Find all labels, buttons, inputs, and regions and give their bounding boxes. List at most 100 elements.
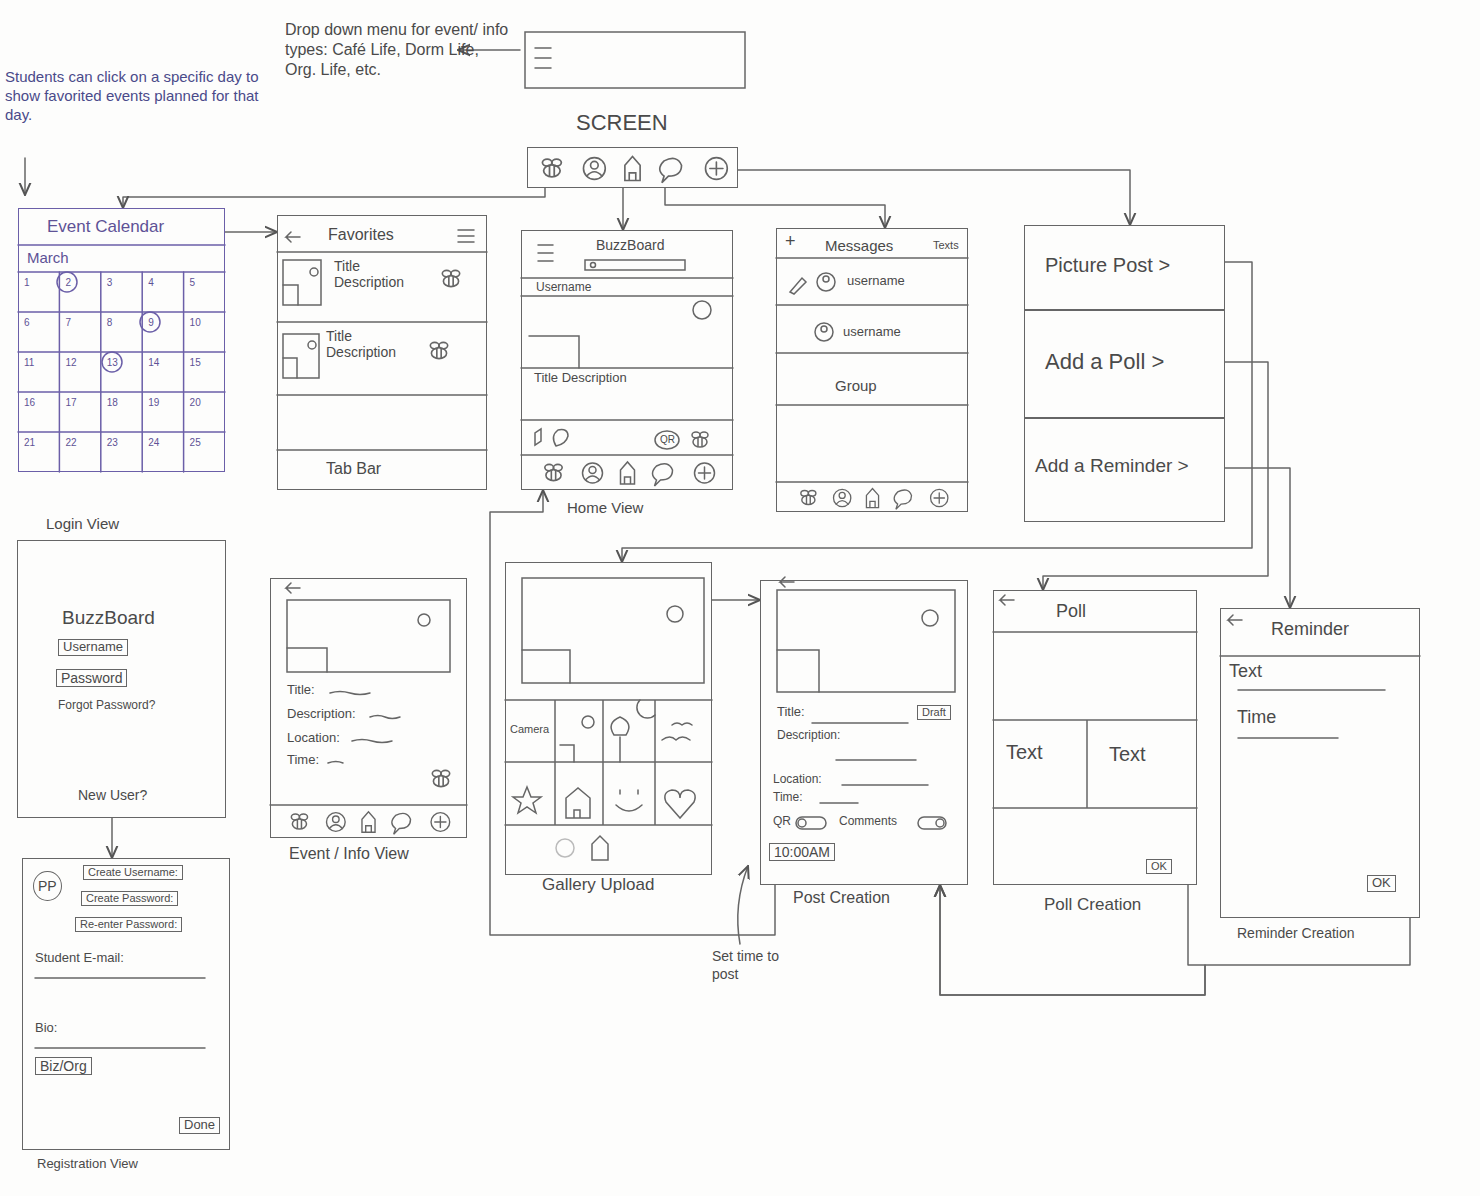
screen-text: 7: [65, 317, 71, 329]
screen-text: Comments: [839, 815, 897, 829]
screen-text: Title:: [287, 683, 315, 698]
screen-box: Title:DraftDescription:Location:Time:QRC…: [760, 580, 968, 885]
flow-arrow: [622, 188, 624, 230]
screen-text: Poll Creation: [1044, 895, 1141, 915]
screen-text: Picture Post >: [1045, 254, 1170, 277]
annotation-note: Drop down menu for event/ info types: Ca…: [285, 20, 510, 80]
flow-arrow: [738, 170, 1130, 225]
screen-text: 24: [148, 437, 159, 449]
screen-text: Bio:: [35, 1021, 57, 1036]
input-field: Re-enter Password:: [75, 917, 182, 932]
screen-text: Reminder Creation: [1237, 925, 1355, 941]
input-field: Create Username:: [83, 865, 183, 880]
screen-text: Location:: [773, 773, 822, 787]
flow-arrow: [622, 262, 1252, 562]
flow-arrow: [712, 599, 760, 601]
screen-text: Post Creation: [793, 889, 890, 907]
flow-arrow: [225, 231, 277, 233]
screen-text: Gallery Upload: [542, 875, 654, 895]
screen-text: 17: [65, 397, 76, 409]
screen-text: Reminder: [1271, 619, 1349, 640]
screen-text: Title Description: [534, 371, 634, 386]
screen-text: Text: [1109, 743, 1146, 766]
screen-text: 2: [65, 277, 71, 289]
screen-text: username: [843, 325, 901, 340]
screen-text: +: [785, 231, 796, 252]
input-field: 10:00AM: [769, 843, 835, 861]
screen-text: Location:: [287, 731, 340, 746]
screen-text: Username: [536, 281, 591, 295]
screen-box: PP Create Username: Create Password: Re-ent…: [22, 858, 230, 1150]
screen-box: FavoritesTitle DescriptionTitle Descript…: [277, 215, 487, 490]
input-field: Biz/Org: [35, 1057, 92, 1075]
input-field: Draft: [917, 705, 951, 720]
screen-text: username: [847, 274, 905, 289]
screen-box: PollTextTextOKPoll Creation: [993, 590, 1197, 885]
screen-text: BuzzBoard: [62, 607, 155, 629]
input-field: Create Password:: [81, 891, 178, 906]
screen-text: 18: [107, 397, 118, 409]
screen-text: Add a Reminder >: [1035, 455, 1189, 477]
input-field: OK: [1146, 859, 1172, 874]
screen-text: 15: [190, 357, 201, 369]
screen-text: PP: [33, 871, 62, 901]
screen-text: Home View: [567, 499, 643, 516]
screen-text: 1: [24, 277, 30, 289]
screen-text: Tab Bar: [326, 460, 381, 478]
screen-box: Event CalendarMarch123456789101112131415…: [18, 208, 225, 472]
flow-arrow: [940, 885, 1410, 995]
flow-arrow: [490, 490, 775, 935]
screen-text: Time: [1237, 707, 1276, 728]
screen-text: New User?: [78, 787, 147, 803]
screen-box: ReminderTextTimeOKReminder Creation: [1220, 608, 1420, 918]
screen-text: 23: [107, 437, 118, 449]
screen-text: 14: [148, 357, 159, 369]
screen-text: Description:: [777, 729, 840, 743]
flow-arrow: [665, 188, 885, 228]
screen-text: Camera: [510, 723, 549, 736]
screen-text: Group: [835, 377, 877, 394]
flow-arrow: [111, 818, 113, 858]
screen-text: Texts: [933, 239, 959, 252]
screen-text: Favorites: [328, 226, 394, 244]
screen-text: 9: [148, 317, 154, 329]
screen-text: BuzzBoard: [596, 237, 664, 253]
screen-text: 12: [65, 357, 76, 369]
screen-text: Event Calendar: [47, 217, 164, 237]
screen-text: Student E-mail:: [35, 951, 124, 966]
screen-text: 8: [107, 317, 113, 329]
screen-text: Registration View: [37, 1157, 138, 1172]
input-field: Password: [56, 669, 127, 687]
screen-text: Description:: [287, 707, 356, 722]
screen-box: CameraGallery Upload: [505, 562, 712, 875]
screen-box: Add a Poll >: [1024, 310, 1225, 418]
flow-arrow: [123, 188, 545, 208]
input-field: OK: [1367, 875, 1396, 892]
flow-arrow: [940, 885, 1205, 995]
screen-text: 19: [148, 397, 159, 409]
screen-text: 16: [24, 397, 35, 409]
screen-text: Title:: [777, 705, 805, 720]
screen-text: Add a Poll >: [1045, 349, 1164, 374]
input-field: Username: [58, 639, 128, 656]
screen-box: Login ViewBuzzBoardUsernamePasswordForgo…: [17, 540, 226, 818]
screen-text: 21: [24, 437, 35, 449]
screen-box: SCREEN: [527, 147, 738, 188]
annotation-note: Students can click on a specific day to …: [5, 68, 267, 124]
screen-text: Title Description: [334, 258, 429, 290]
screen-box: Title:Description:Location:Time:Event / …: [270, 578, 467, 838]
screen-text: Title Description: [326, 328, 421, 360]
screen-text: QR: [773, 815, 791, 829]
screen-text: Text: [1006, 741, 1043, 764]
screen-text: 25: [190, 437, 201, 449]
screen-text: 3: [107, 277, 113, 289]
screen-text: Poll: [1056, 601, 1086, 622]
flow-arrow: [1225, 468, 1290, 608]
screen-text: 22: [65, 437, 76, 449]
screen-text: QR: [660, 434, 675, 446]
screen-text: 6: [24, 317, 30, 329]
screen-box: Add a Reminder >: [1024, 418, 1225, 522]
